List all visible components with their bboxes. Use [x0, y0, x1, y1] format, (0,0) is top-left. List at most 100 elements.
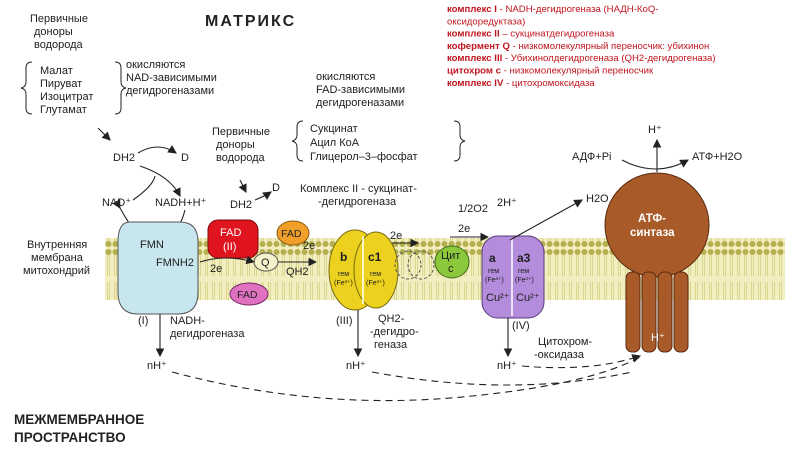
nad-to-nadh-arrow: [139, 165, 181, 197]
complex-iv: a гем (Fe³⁺) Cu²⁺ a3 гем (Fe³⁺) Cu²⁺: [481, 235, 545, 319]
donors-2-arrow: [238, 179, 247, 193]
legend-key-4: комплекс III: [447, 53, 503, 64]
nad-ox-line1: окисляются: [126, 59, 185, 71]
complex-iv-number: (IV): [512, 320, 530, 332]
substrate-glycerol-3-phosphate: Глицерол–3–фосфат: [310, 151, 418, 163]
cyt-c1-fe: (Fe³⁺): [366, 280, 385, 287]
cyt-a3-fe: (Fe³⁺): [515, 277, 534, 284]
nad-label: NAD⁺: [102, 197, 131, 209]
cyt-a-fe: (Fe³⁺): [485, 277, 504, 284]
legend-text-1: оксидоредуктаза): [447, 16, 525, 27]
legend-key-3: кофермент Q: [447, 41, 510, 52]
legend-line-6: комплекс IV - цитохромоксидаза: [447, 78, 595, 89]
q-cycle-circle-1: [394, 250, 422, 280]
legend-text-0: - NADH-дегидрогеназа (НАДН-КоQ-: [497, 4, 659, 15]
atp-synthase-label-1: АТФ-: [638, 213, 666, 225]
cyt-c1-label: c1: [368, 250, 382, 264]
complex-iii: b гем (Fe³⁺) c1 гем (Fe³⁺): [328, 229, 399, 311]
donor1-line2: доноры: [34, 26, 73, 38]
nad-oxidized-note: окисляются NAD-зависимыми дегидрогеназам…: [126, 59, 217, 97]
donor2-line1: Первичные: [212, 126, 270, 138]
substrate-malate: Малат: [40, 65, 73, 77]
cyt-c1-gem: гем: [370, 271, 381, 278]
nh-label-3: nH⁺: [497, 360, 517, 372]
atp-synthase-label-2: синтаза: [630, 227, 675, 239]
fad-ox-line1: окисляются: [316, 71, 375, 83]
intermembrane-line1: МЕЖМЕМБРАННОЕ: [14, 412, 144, 427]
membrane-line1: Внутренняя: [27, 239, 87, 251]
electron-arrow-1: [199, 255, 256, 265]
donor2-line2: доноры: [216, 139, 255, 151]
nad-substrates: Малат Пируват Изоцитрат Глутамат: [20, 61, 127, 116]
fad-bottom-label: FAD: [237, 289, 258, 301]
cyt-a-label: a: [489, 251, 496, 265]
cyt-a3-label: a3: [517, 251, 531, 265]
ubiquinone-q: Q: [253, 252, 279, 272]
legend-key-6: комплекс IV: [447, 78, 504, 89]
adp-label: АДФ+Pi: [572, 151, 611, 163]
donor1-line3: водорода: [34, 39, 84, 51]
donor2-line3: водорода: [216, 152, 266, 164]
substrate-succinate: Сукцинат: [310, 123, 358, 135]
legend-text-4: - Убихинолдегидрогеназа (QH2-дегидрогена…: [502, 53, 715, 64]
cyt-a3-gem: гем: [518, 268, 529, 275]
nad-arc: [132, 175, 156, 201]
nh-label-1: nH⁺: [147, 360, 167, 372]
complex-iii-name-2: -дегидро-: [370, 326, 419, 338]
cu-a3-label: Cu²⁺: [516, 292, 540, 304]
legend: комплекс I - NADH-дегидрогеназа (НАДН-Ко…: [447, 4, 716, 89]
substrate-isocitrate: Изоцитрат: [40, 91, 93, 103]
legend-text-3: - низкомолекулярный переносчик: убихинон: [510, 41, 709, 52]
proton-return-2: [371, 371, 633, 386]
nad-ox-line3: дегидрогеназами: [126, 85, 214, 97]
primary-donors-2: Первичные доноры водорода: [212, 126, 270, 164]
h2o-label: H2O: [586, 193, 609, 205]
two-e-1: 2e: [210, 263, 222, 275]
complex-iii-name-3: геназа: [374, 339, 408, 351]
two-e-3: 2e: [390, 230, 402, 242]
fad-carrier-pink: FAD: [229, 282, 269, 306]
atp-synthase: АТФ- синтаза H⁺: [604, 172, 710, 353]
fad-oxidized-note: окисляются FAD-зависимыми дегидрогеназам…: [316, 71, 405, 109]
legend-line-1: оксидоредуктаза): [447, 16, 525, 27]
complex-iii-number: (III): [336, 315, 353, 327]
fad-ox-line2: FAD-зависимыми: [316, 84, 405, 96]
complex-iv-name-1: Цитохром-: [538, 336, 592, 348]
cyt-b-gem: гем: [338, 271, 349, 278]
dh2-label-2: DH2: [230, 199, 252, 211]
donors-arrow: [97, 127, 111, 141]
h-top-label: H⁺: [648, 124, 662, 136]
cyt-b-label: b: [340, 250, 347, 264]
complex-i-number: (I): [138, 315, 148, 327]
nh-label-2: nH⁺: [346, 360, 366, 372]
legend-key-5: цитохром с: [447, 66, 502, 77]
fad-complex-ii: FAD (II): [207, 219, 259, 259]
legend-text-5: - низкомолекулярный переносчик: [501, 66, 654, 77]
legend-text-2: – сукцинатдегидрогеназа: [500, 29, 615, 40]
nad-ox-line2: NAD-зависимыми: [126, 72, 217, 84]
q-cycle-circle-2: [407, 250, 435, 280]
fmn-label: FMN: [140, 239, 164, 251]
dh2-label-1: DH2: [113, 152, 135, 164]
complex-iv-name-2: -оксидаза: [534, 349, 585, 361]
fad-substrates: Сукцинат Ацил КоА Глицерол–3–фосфат: [291, 120, 466, 163]
complex2-line2: -дегидрогеназа: [318, 196, 397, 208]
two-e-4: 2e: [458, 223, 470, 235]
d-label-1: D: [181, 152, 189, 164]
fad-ox-line3: дегидрогеназами: [316, 97, 404, 109]
membrane-label: Внутренняя мембрана митохондрий: [23, 239, 90, 277]
atp-label: АТФ+H2O: [692, 151, 743, 163]
cytochrome-c: Цит c: [434, 245, 470, 279]
fmnh2-label: FMNH2: [156, 257, 194, 269]
legend-line-4: комплекс III - Убихинолдегидрогеназа (QH…: [447, 53, 716, 64]
legend-line-0: комплекс I - NADH-дегидрогеназа (НАДН-Ко…: [447, 4, 659, 15]
donor1-line1: Первичные: [30, 13, 88, 25]
d-label-2: D: [272, 182, 280, 194]
h-in-label: H⁺: [651, 332, 665, 344]
complex-i-name-1: NADH-: [170, 315, 205, 327]
dh2-to-d-arrow: [137, 145, 177, 154]
fad-ii-number: (II): [223, 241, 236, 253]
cyt-b-fe: (Fe³⁺): [334, 280, 353, 287]
intermembrane-line2: ПРОСТРАНСТВО: [14, 430, 126, 445]
legend-line-2: комплекс II – сукцинатдегидрогеназа: [447, 29, 615, 40]
